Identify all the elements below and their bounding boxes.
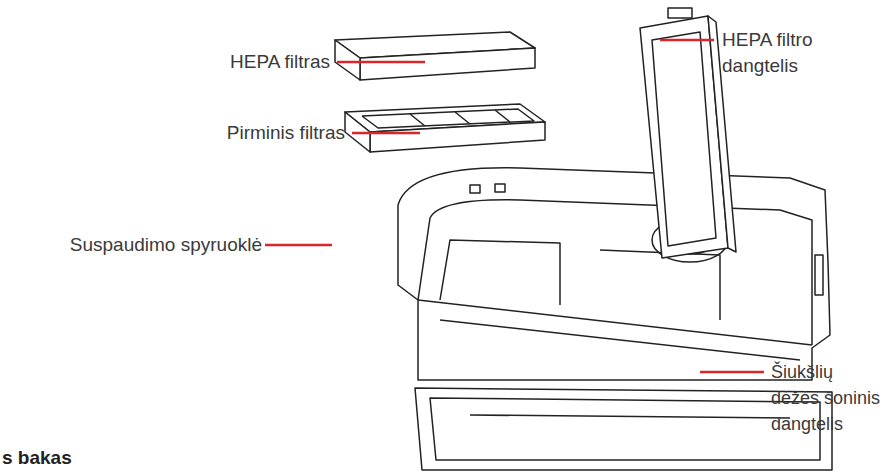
part-label: Šiukšlių dėžės šoninis dangtelis	[771, 359, 886, 437]
part-label: HEPA filtras	[130, 49, 330, 75]
part-label: HEPA filtro dangtelis	[722, 27, 844, 79]
part-label: Suspaudimo spyruoklė	[2, 232, 262, 258]
section-title: s bakas	[2, 445, 122, 471]
leader-lines	[265, 40, 764, 372]
part-label: Pirminis filtras	[145, 120, 345, 146]
